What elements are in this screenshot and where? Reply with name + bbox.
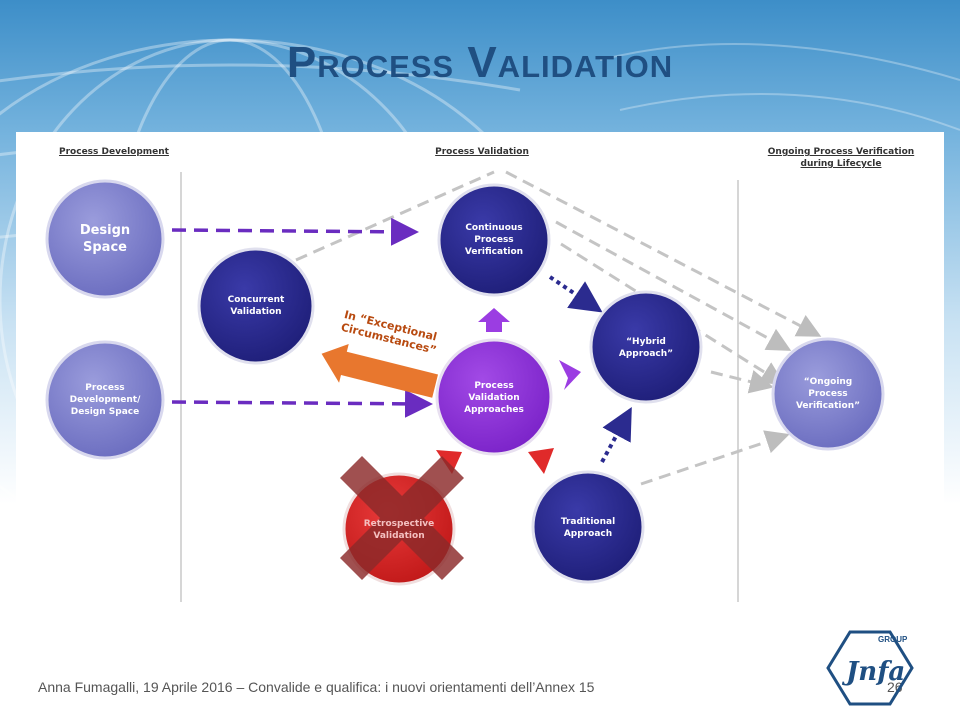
cross-out-icon: [340, 456, 464, 580]
slide-title: Process Validation: [286, 38, 674, 87]
label-retrospective-validation: Retrospective Validation: [363, 519, 435, 541]
arrow-traditional-to-ongoing: [640, 430, 790, 486]
arrow-top-to-ongoing-2: [555, 220, 792, 351]
label-concurrent-validation: Concurrent Validation: [227, 295, 285, 317]
node-design-space: [45, 179, 165, 299]
footer-text: Anna Fumagalli, 19 Aprile 2016 – Convali…: [38, 679, 595, 695]
node-traditional-approach: [531, 470, 645, 584]
approach-arrow-up-icon: [478, 308, 510, 332]
svg-text:GROUP: GROUP: [878, 635, 908, 644]
arrow-continuous-to-ongoing: [560, 242, 786, 386]
node-hybrid-approach: [589, 290, 703, 404]
header-process-validation: Process Validation: [435, 147, 529, 157]
label-approaches: Process Validation Approaches: [464, 381, 524, 415]
arrow-concurrent-to-top: [295, 170, 495, 262]
approach-arrow-right-red-icon: [528, 448, 554, 474]
arrow-design-space-to-continuous: [171, 217, 419, 246]
node-ongoing-verification: [771, 337, 885, 451]
label-traditional-approach: Traditional Approach: [560, 517, 616, 539]
header-ongoing-verification: Ongoing Process Verification during Life…: [767, 147, 915, 169]
label-hybrid-approach: “Hybrid Approach”: [618, 337, 674, 359]
node-approaches: [435, 338, 553, 456]
label-process-development: Process Development/ Design Space: [69, 383, 141, 417]
infa-group-logo: GROUP Jnfa: [826, 630, 914, 706]
arrow-process-dev-to-approaches: [171, 389, 433, 418]
svg-text:Jnfa: Jnfa: [841, 657, 905, 687]
node-concurrent-validation: [197, 247, 315, 365]
node-process-development: [45, 340, 165, 460]
label-ongoing-verification: “Ongoing Process Verification”: [795, 377, 861, 411]
arrow-continuous-to-hybrid: [548, 275, 603, 313]
arrow-top-to-ongoing-1: [505, 170, 822, 337]
label-continuous-verification: Continuous Process Verification: [464, 223, 524, 257]
label-design-space: Design Space: [79, 223, 131, 255]
arrow-traditional-to-hybrid: [600, 406, 632, 463]
process-validation-diagram: Process Development Process Validation O…: [16, 132, 944, 604]
arrow-hybrid-to-ongoing: [710, 370, 774, 394]
approach-arrow-right-icon: [559, 360, 581, 390]
exceptional-arrow: [321, 343, 439, 398]
approach-arrow-left-red-icon: [436, 450, 462, 474]
node-continuous-verification: [437, 183, 551, 297]
header-process-development: Process Development: [59, 147, 169, 157]
